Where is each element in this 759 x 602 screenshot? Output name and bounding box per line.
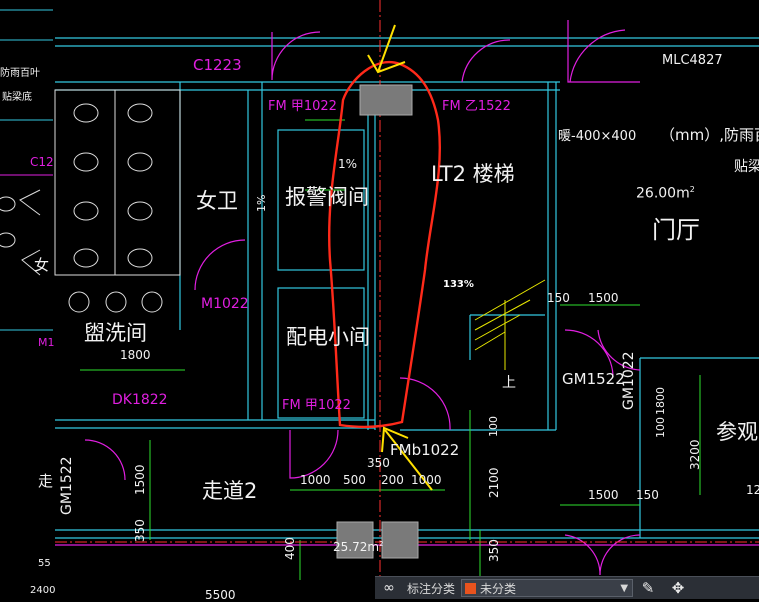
room-area-corridor: 25.72m2 bbox=[333, 540, 384, 554]
dim-100-vertical: 100 bbox=[654, 417, 667, 438]
dim-400: 400 bbox=[283, 537, 297, 560]
room-area-hall: 26.00m2 bbox=[636, 185, 695, 202]
move-icon[interactable]: ✥ bbox=[671, 579, 685, 597]
dim-200: 200 bbox=[381, 473, 404, 487]
note-label: （mm）,防雨百 bbox=[660, 126, 759, 144]
dim-150-top: 150 bbox=[547, 291, 570, 305]
slope-label-2: 1% bbox=[255, 194, 268, 212]
category-color-swatch bbox=[465, 582, 477, 594]
link-icon[interactable]: ∞ bbox=[383, 580, 395, 596]
room-label-washroom: 盥洗间 bbox=[84, 321, 147, 345]
left-door-m1: M1 bbox=[38, 336, 55, 349]
zoom-level-label: 133% bbox=[443, 279, 474, 290]
chevron-down-icon: ▼ bbox=[620, 582, 629, 594]
room-label-visit: 参观 bbox=[716, 420, 758, 444]
left-dim-2400: 2400 bbox=[30, 585, 56, 596]
room-label-corridor: 走道2 bbox=[202, 479, 258, 503]
left-note-2: 贴梁底 bbox=[2, 92, 32, 103]
dim-1500-bottom: 1500 bbox=[588, 488, 619, 502]
dim-1000b: 1000 bbox=[411, 473, 442, 487]
dim-1500-top: 1500 bbox=[588, 291, 619, 305]
door-label-gm1522-left: GM1522 bbox=[59, 456, 75, 515]
door-label-fm-a1022-lower: FM 甲1022 bbox=[282, 398, 351, 413]
door-label-fmb1022: FMb1022 bbox=[390, 441, 460, 459]
left-drawing-strip: 防雨百叶 贴梁底 C12 女 M1 走 55 2400 bbox=[0, 0, 56, 598]
slope-label-1: 1% bbox=[338, 157, 358, 171]
dim-350-vertical: 350 bbox=[133, 519, 147, 542]
stair-lines bbox=[474, 279, 546, 370]
dim-350-vertical-2: 350 bbox=[487, 539, 501, 562]
door-label-gm1522-right: GM1522 bbox=[562, 370, 625, 388]
markup-highlight-loop bbox=[328, 61, 441, 429]
room-label-hall: 门厅 bbox=[652, 216, 700, 244]
door-label-m1022: M1022 bbox=[201, 296, 249, 312]
door-label-gm1022: GM1022 bbox=[621, 351, 637, 410]
markup-arrows bbox=[367, 24, 433, 491]
annotation-toolbar: ∞ 标注分类 未分类 ▼ ✎ ✥ bbox=[375, 576, 759, 599]
toilet-fixtures bbox=[54, 89, 181, 313]
dim-1500-vertical: 1500 bbox=[133, 464, 147, 495]
annotation-category-value: 未分类 bbox=[480, 581, 517, 596]
room-label-power-room: 配电小间 bbox=[286, 325, 370, 349]
note-label-2: 贴梁 bbox=[734, 159, 759, 175]
door-label-mlc4827: MLC4827 bbox=[662, 53, 723, 68]
dim-100: 100 bbox=[487, 416, 500, 437]
columns bbox=[336, 84, 419, 559]
dim-1000: 1000 bbox=[300, 473, 331, 487]
annotation-category-label: 标注分类 bbox=[407, 581, 456, 596]
left-note-3: 女 bbox=[34, 256, 50, 274]
door-label-dk1822: DK1822 bbox=[112, 392, 168, 408]
left-note-1: 防雨百叶 bbox=[0, 68, 40, 79]
left-door-c12: C12 bbox=[30, 155, 54, 169]
dim-5500: 5500 bbox=[205, 588, 236, 602]
room-label-alarm-valve: 报警阀间 bbox=[285, 185, 369, 209]
stair-up-label: 上 bbox=[502, 375, 516, 391]
edit-pen-icon[interactable]: ✎ bbox=[641, 579, 655, 597]
dim-350: 350 bbox=[367, 456, 390, 470]
annotation-category-select[interactable]: 未分类 ▼ bbox=[461, 579, 634, 597]
door-label-fm-a1022: FM 甲1022 bbox=[268, 99, 337, 114]
dim-1800-vertical: 1800 bbox=[654, 387, 667, 415]
dim-12: 12 bbox=[746, 483, 759, 497]
door-label-c1223: C1223 bbox=[193, 56, 242, 74]
door-label-fm-b1522: FM 乙1522 bbox=[442, 99, 511, 114]
dim-1800: 1800 bbox=[120, 348, 151, 362]
dim-500: 500 bbox=[343, 473, 366, 487]
dim-2100: 2100 bbox=[487, 467, 501, 498]
dim-150-bottom: 150 bbox=[636, 488, 659, 502]
left-dim-55: 55 bbox=[38, 558, 51, 569]
room-label-stair: LT2 楼梯 bbox=[431, 162, 515, 186]
left-note-4: 走 bbox=[38, 472, 54, 490]
vent-label: 暖-400×400 bbox=[558, 129, 637, 144]
room-label-womens-wc: 女卫 bbox=[196, 189, 238, 213]
dimension-lines bbox=[80, 119, 701, 580]
dim-3200: 3200 bbox=[688, 439, 702, 470]
